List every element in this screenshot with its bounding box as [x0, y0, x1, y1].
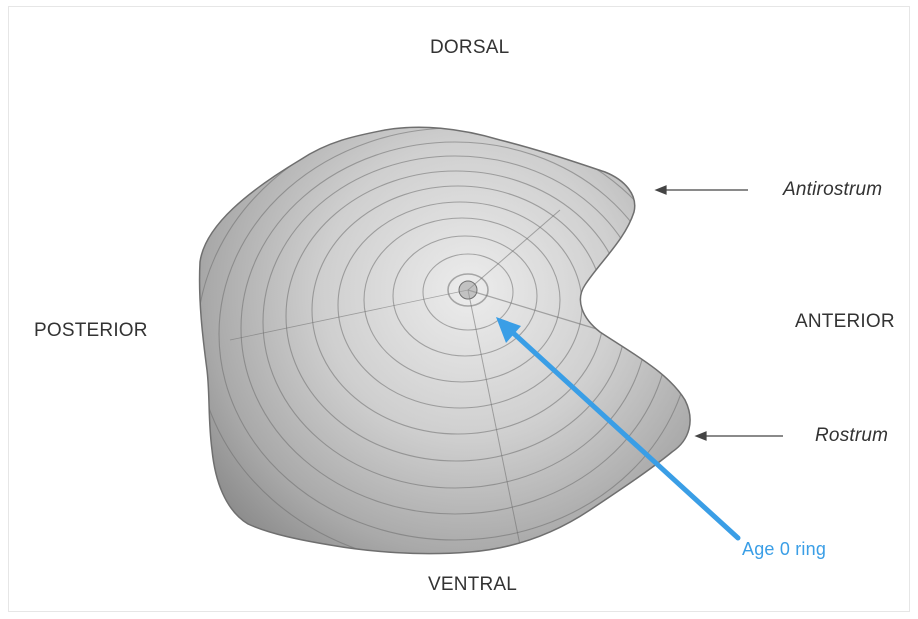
antirostrum-label: Antirostrum: [783, 179, 882, 201]
antirostrum-pointer: [656, 186, 748, 194]
age0-ring-label: Age 0 ring: [742, 539, 826, 560]
posterior-label: POSTERIOR: [34, 320, 148, 342]
ventral-label: VENTRAL: [428, 574, 517, 596]
rostrum-pointer: [696, 432, 783, 440]
otolith-outline: [200, 127, 691, 553]
dorsal-label: DORSAL: [430, 37, 509, 59]
nucleus: [459, 281, 477, 299]
anterior-label: ANTERIOR: [795, 311, 895, 333]
rostrum-label: Rostrum: [815, 425, 888, 447]
